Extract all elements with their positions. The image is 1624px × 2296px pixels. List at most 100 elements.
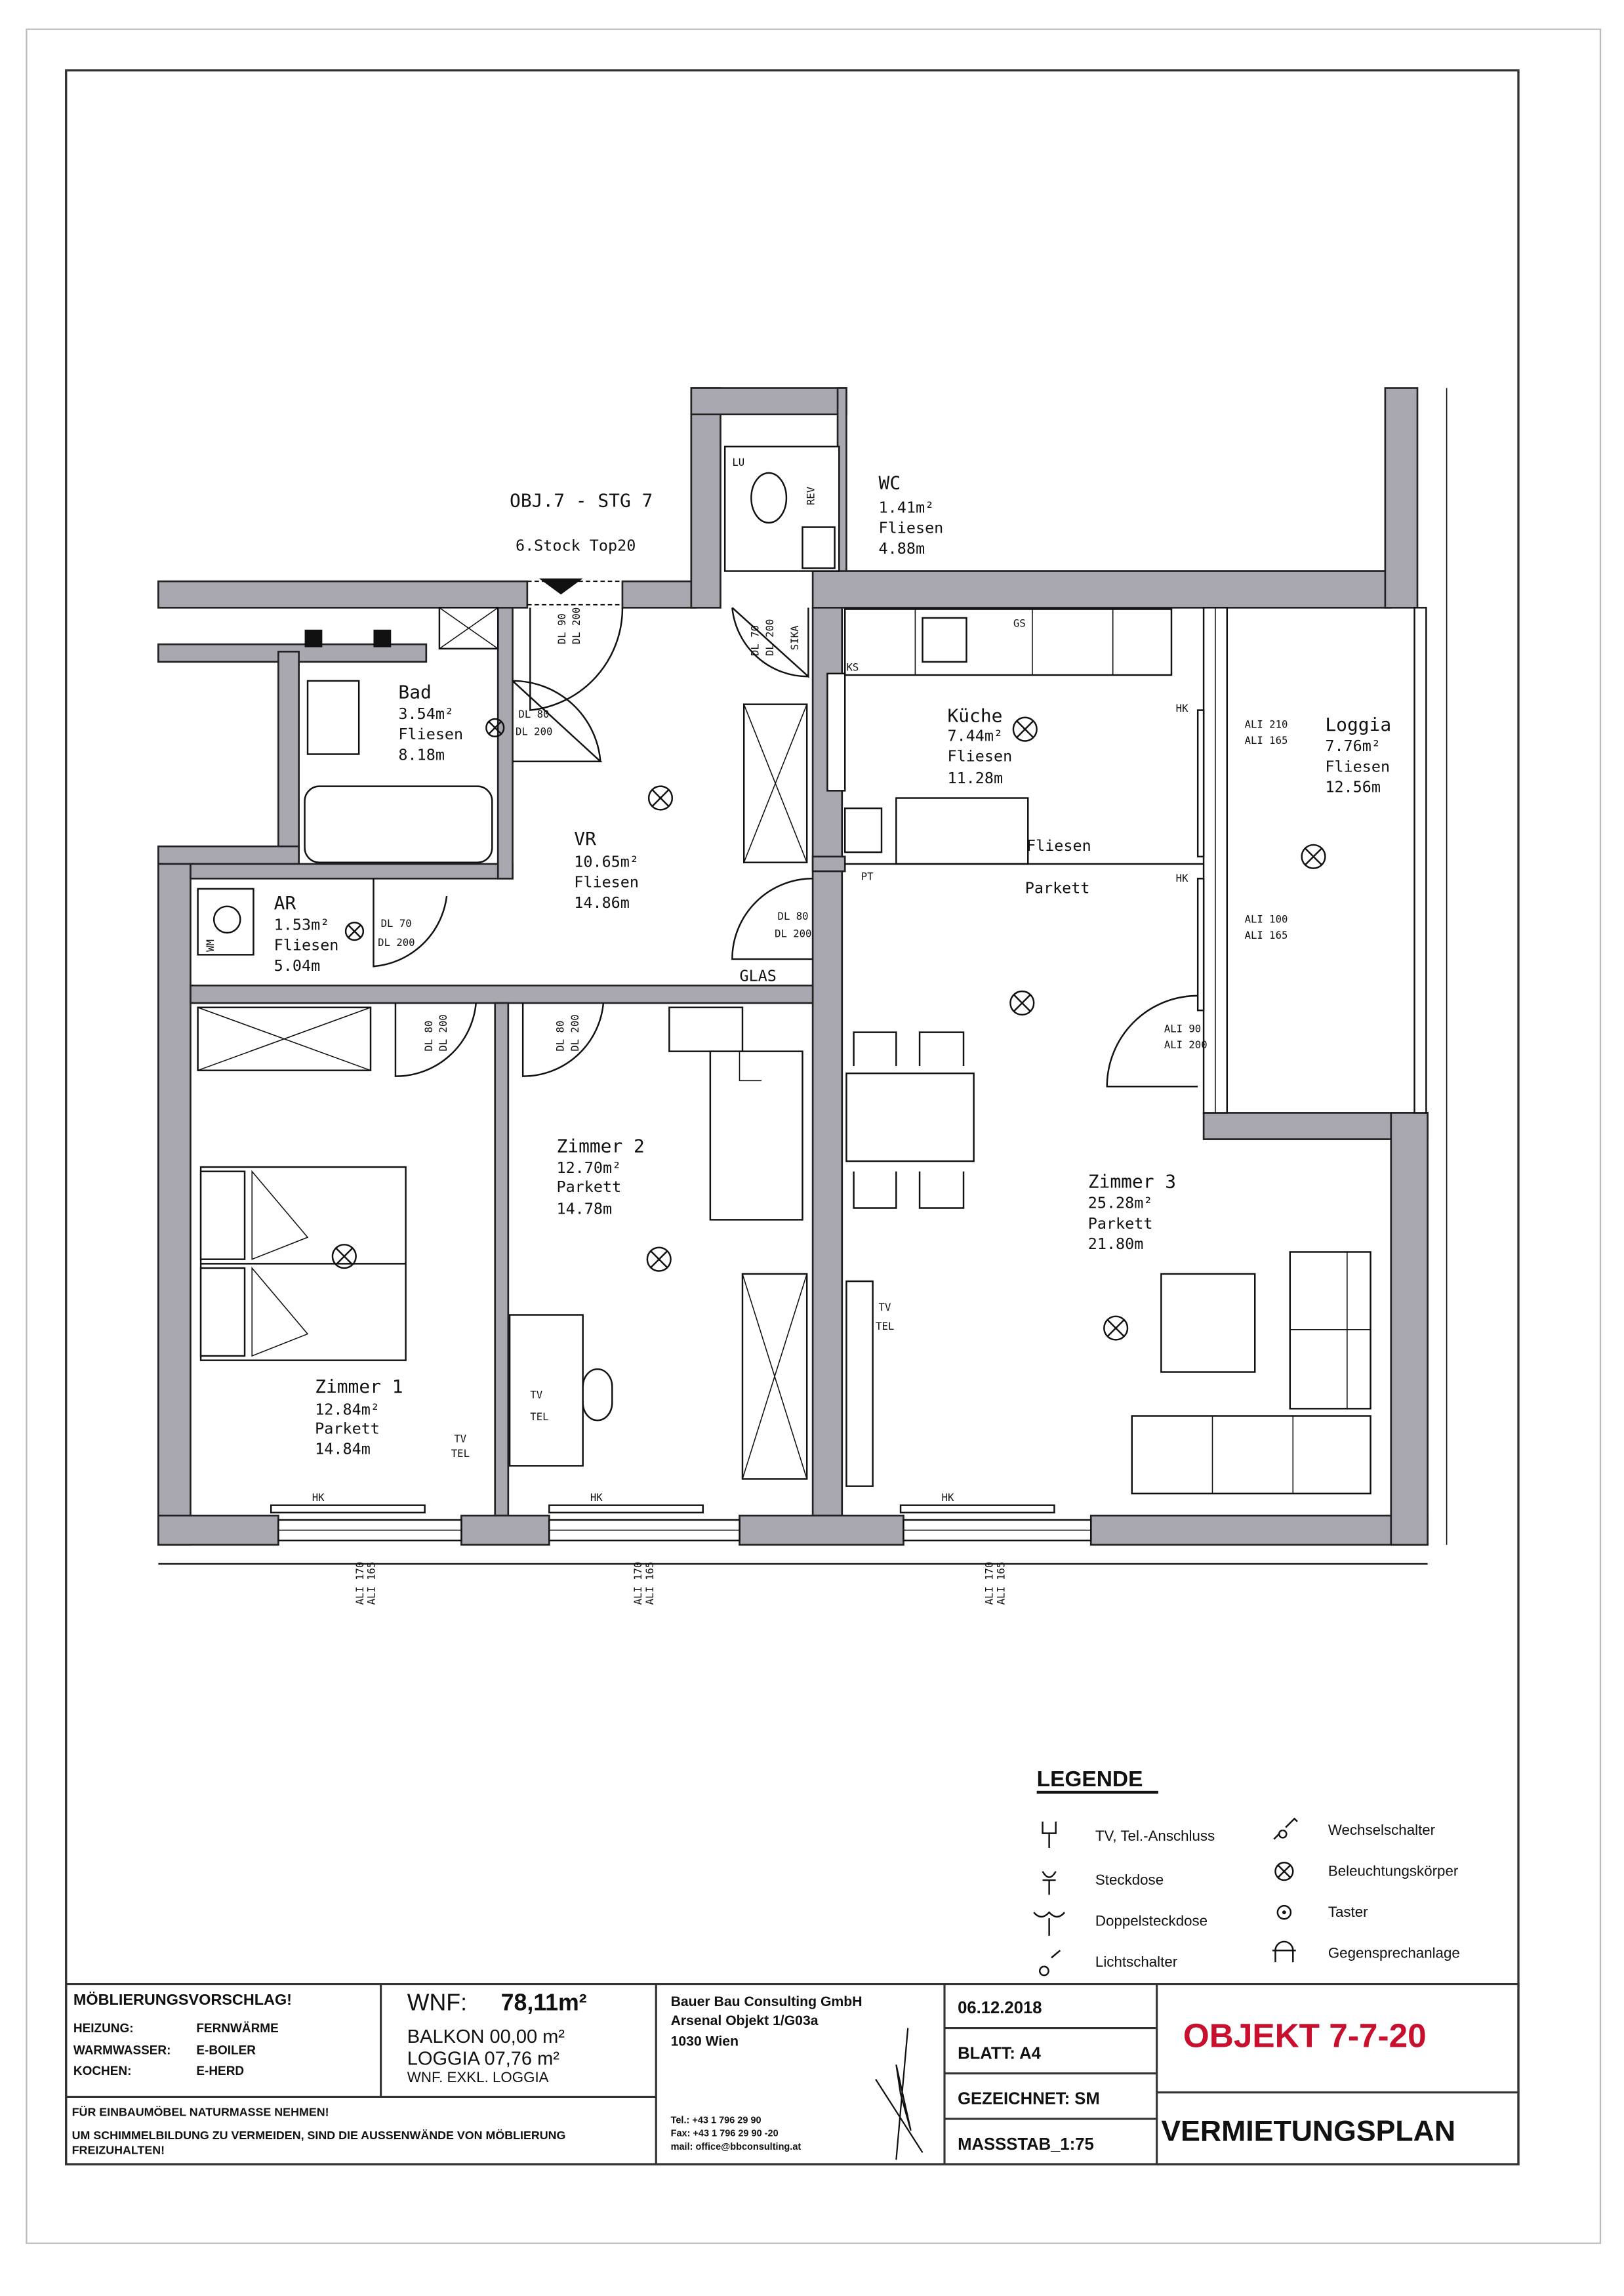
room-label-loggia: Loggia 7.76m² Fliesen 12.56m xyxy=(1325,714,1391,796)
room-perimeter: 12.56m xyxy=(1325,778,1381,796)
window-width: ALI 210 xyxy=(1245,718,1288,730)
drawn-by: GEZEICHNET: SM xyxy=(958,2090,1100,2108)
door-height: DL 200 xyxy=(437,1014,449,1051)
window-height: ALI 200 xyxy=(1164,1039,1208,1051)
legend: LEGENDE TV, Tel.-Anschluss Steckdose Dop… xyxy=(1033,1767,1460,1977)
walls xyxy=(157,387,1429,1546)
legend-title: LEGENDE xyxy=(1037,1767,1143,1792)
room-name: WC xyxy=(879,472,901,494)
mold-note: UM SCHIMMELBILDUNG ZU VERMEIDEN, SIND DI… xyxy=(72,2129,566,2142)
tv-label: TV xyxy=(454,1433,466,1445)
intercom-icon xyxy=(1272,1940,1296,1963)
room-name: Zimmer 3 xyxy=(1088,1170,1176,1192)
page-border xyxy=(26,28,1602,2244)
door-height: DL 200 xyxy=(378,937,415,949)
light-switch-icon xyxy=(1038,1950,1061,1977)
sheet-size: BLATT: A4 xyxy=(958,2044,1042,2062)
title-block: MÖBLIERUNGSVORSCHLAG! HEIZUNG: FERNWÄRME… xyxy=(65,1982,1520,2165)
legend-label: Gegensprechanlage xyxy=(1328,1944,1460,1961)
lu-label: LU xyxy=(732,457,744,468)
tel-label: TEL xyxy=(451,1448,470,1460)
room-area: 1.41m² xyxy=(879,498,935,516)
room-floor: Fliesen xyxy=(947,747,1012,766)
room-floor: Fliesen xyxy=(574,873,639,892)
heating-value: FERNWÄRME xyxy=(196,2022,278,2036)
room-perimeter: 21.80m xyxy=(1088,1235,1144,1253)
light-fixture-icon xyxy=(485,718,505,737)
company-fax: Fax: +43 1 796 29 90 -20 xyxy=(671,2129,779,2139)
light-fixture-icon xyxy=(331,1244,357,1269)
window-width: ALI 100 xyxy=(1245,913,1288,925)
wnf-label: WNF: xyxy=(407,1990,467,2016)
room-name: Loggia xyxy=(1325,714,1391,735)
entrance-marker-icon xyxy=(538,578,583,595)
room-perimeter: 14.86m xyxy=(574,893,630,912)
floor-transition-top: Fliesen xyxy=(1026,836,1091,855)
light-fixture-icon xyxy=(344,922,365,941)
window-width: ALI 90 xyxy=(1164,1023,1201,1035)
room-perimeter: 11.28m xyxy=(947,769,1003,787)
room-perimeter: 14.84m xyxy=(315,1440,371,1458)
tv-tel-connection-icon xyxy=(1042,1821,1057,1848)
room-label-zimmer3: Zimmer 3 25.28m² Parkett 21.80m xyxy=(1088,1170,1176,1253)
doors xyxy=(373,578,1198,1088)
legend-label: Wechselschalter xyxy=(1328,1822,1436,1838)
object-floor-label: OBJ.7 - STG 7 xyxy=(510,489,653,511)
room-name: Zimmer 1 xyxy=(315,1376,403,1397)
tel-label: TEL xyxy=(876,1321,894,1332)
hot-water-label: WARMWASSER: xyxy=(73,2044,171,2058)
double-socket-icon xyxy=(1033,1911,1065,1936)
door-height: DL 200 xyxy=(569,1014,581,1051)
mold-note-continued: FREIZUHALTEN! xyxy=(72,2143,165,2156)
built-in-note: FÜR EINBAUMÖBEL NATURMASSE NEHMEN! xyxy=(72,2105,329,2118)
door-width: DL 90 xyxy=(556,613,568,644)
radiator-label: HK xyxy=(590,1492,603,1504)
wnf-value: 78,11m² xyxy=(501,1990,587,2016)
light-fixture-icon xyxy=(646,1246,672,1272)
company-city: 1030 Wien xyxy=(671,2034,739,2049)
room-floor: Fliesen xyxy=(879,518,944,537)
wnf-note: WNF. EXKL. LOGGIA xyxy=(407,2069,549,2085)
push-button-icon xyxy=(1276,1904,1292,1920)
legend-label: Lichtschalter xyxy=(1095,1954,1178,1970)
ks-label: KS xyxy=(846,661,859,673)
legend-label: Doppelsteckdose xyxy=(1095,1912,1208,1929)
room-floor: Fliesen xyxy=(398,725,463,743)
room-name: AR xyxy=(274,892,296,914)
company-address: Arsenal Objekt 1/G03a xyxy=(671,2013,819,2028)
room-area: 7.44m² xyxy=(947,726,1003,745)
room-label-vr: VR 10.65m² Fliesen 14.86m xyxy=(574,828,639,912)
window-height: ALI 165 xyxy=(1245,930,1288,941)
window-height: ALI 165 xyxy=(1245,735,1288,747)
socket-icon xyxy=(1042,1871,1057,1895)
door-width: DL 70 xyxy=(750,625,761,656)
window-height: ALI 165 xyxy=(366,1562,378,1605)
room-area: 10.65m² xyxy=(574,852,639,871)
door-height: DL 200 xyxy=(764,619,776,656)
radiator-label: HK xyxy=(1176,703,1188,714)
radiator-label: HK xyxy=(942,1492,954,1504)
legend-label: Taster xyxy=(1328,1904,1368,1920)
legend-label: TV, Tel.-Anschluss xyxy=(1095,1828,1215,1844)
room-label-zimmer1: Zimmer 1 12.84m² Parkett 14.84m xyxy=(315,1376,403,1458)
balcony-area: BALKON 00,00 m² xyxy=(407,2026,565,2047)
loggia-area: LOGGIA 07,76 m² xyxy=(407,2048,559,2069)
furnishing-note: MÖBLIERUNGSVORSCHLAG! xyxy=(73,1991,292,2008)
light-fixture-icon xyxy=(1012,716,1038,742)
door-width: DL 70 xyxy=(381,918,412,930)
room-area: 25.28m² xyxy=(1088,1194,1153,1212)
light-fixture-icon xyxy=(1274,1862,1294,1881)
radiator-label: HK xyxy=(1176,872,1188,884)
room-label-kueche: Küche 7.44m² Fliesen 11.28m xyxy=(947,705,1012,787)
room-floor: Parkett xyxy=(1088,1214,1153,1233)
room-label-wc: WC 1.41m² Fliesen 4.88m xyxy=(879,472,944,558)
plan-scale: MASSSTAB_1:75 xyxy=(958,2135,1094,2154)
room-area: 12.70m² xyxy=(556,1158,621,1177)
light-fixtures xyxy=(331,716,1326,1341)
entrance-label: 6.Stock Top20 xyxy=(516,536,636,554)
room-name: Bad xyxy=(398,682,431,703)
light-fixture-icon xyxy=(1301,844,1326,869)
floor-transition-bottom: Parkett xyxy=(1025,879,1090,897)
pt-label: PT xyxy=(861,871,874,883)
